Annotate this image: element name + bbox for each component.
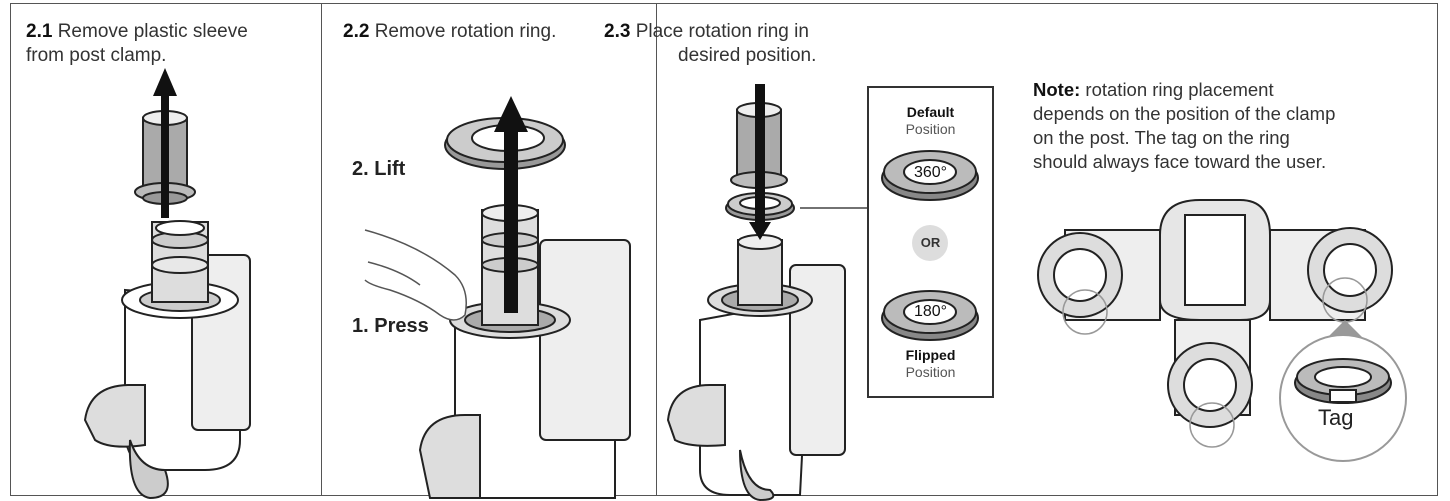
step-text-line1: Remove rotation ring.	[374, 21, 557, 42]
flipped-position-label: Flipped Position	[868, 347, 993, 381]
step-text-line1: Place rotation ring in	[635, 21, 809, 42]
note-line1: rotation ring placement	[1085, 79, 1274, 100]
tag-ring-closeup	[1294, 358, 1392, 404]
note-label: Note:	[1033, 79, 1081, 100]
panel2-finger-illustration	[364, 229, 467, 321]
note-line2: depends on the position of the clamp	[1033, 103, 1336, 124]
step-number: 2.1	[26, 21, 53, 42]
step-2-1-text: 2.1 Remove plastic sleeve from post clam…	[26, 20, 248, 68]
default-angle-label: 360°	[913, 164, 948, 181]
default-ring-icon	[881, 150, 979, 201]
press-label: 1. Press	[352, 315, 429, 337]
flipped-title: Flipped	[905, 347, 956, 363]
default-position-label: Default Position	[868, 104, 993, 138]
step-text-line2: from post clamp.	[26, 45, 167, 66]
step-text-line1: Remove plastic sleeve	[57, 21, 248, 42]
step-number: 2.2	[343, 21, 370, 42]
or-badge	[912, 225, 948, 261]
panel3-clamp-illustration	[666, 234, 846, 501]
panel1-up-arrow	[153, 68, 177, 218]
step-2-3-text-line2: desired position.	[678, 45, 817, 66]
panel-divider-1	[321, 3, 322, 496]
default-title: Default	[906, 104, 955, 120]
flipped-angle-label: 180°	[913, 303, 948, 320]
panel2-up-arrow	[494, 96, 528, 313]
flipped-ring-icon	[881, 290, 979, 341]
or-label: OR	[920, 235, 941, 250]
panel1-clamp-illustration	[83, 220, 251, 500]
panel-divider-2	[656, 3, 657, 496]
lift-label: 2. Lift	[352, 158, 406, 180]
note-line4: should always face toward the user.	[1033, 151, 1327, 172]
panel2-clamp-illustration	[418, 204, 631, 499]
multi-clamp-top-view	[1037, 199, 1393, 428]
note-text: Note: rotation ring placement depends on…	[1033, 78, 1335, 174]
default-sub: Position	[905, 121, 956, 137]
note-line3: on the post. The tag on the ring	[1033, 127, 1290, 148]
step-2-3-text: 2.3 Place rotation ring in	[604, 20, 809, 44]
panel3-down-arrow	[749, 84, 771, 240]
step-number: 2.3	[604, 21, 631, 42]
flipped-sub: Position	[905, 364, 956, 380]
step-2-2-text: 2.2 Remove rotation ring.	[343, 20, 556, 44]
tag-label: Tag	[1318, 405, 1354, 430]
